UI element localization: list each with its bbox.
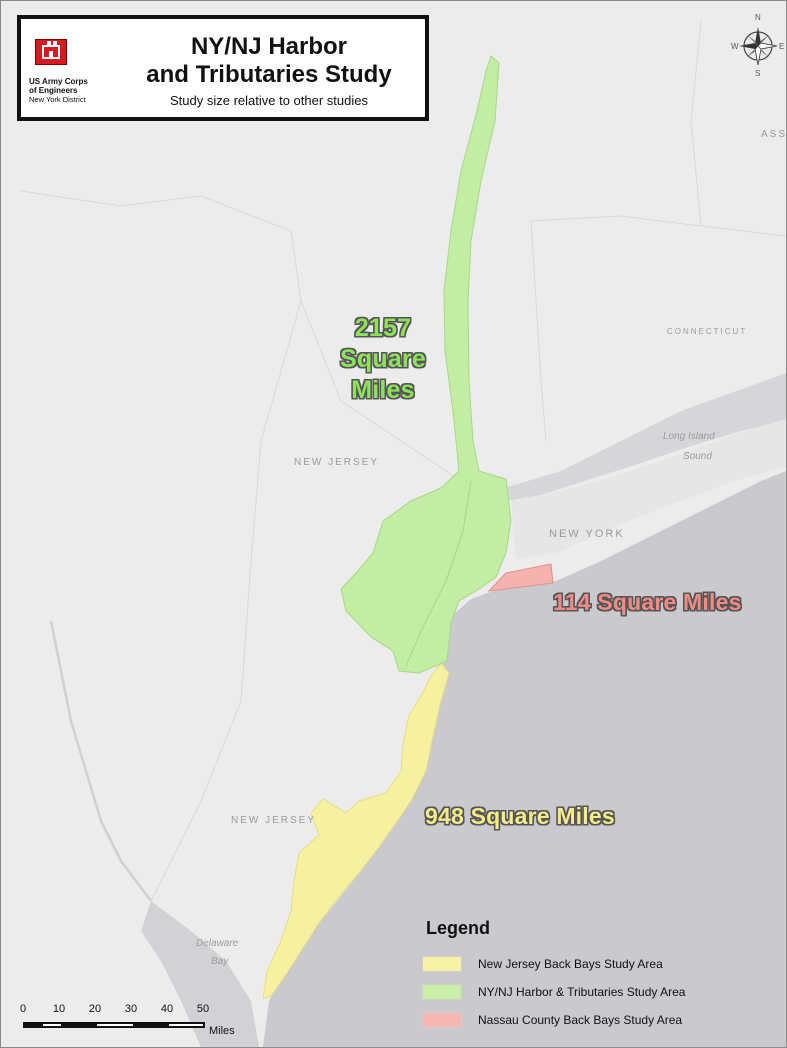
delaware-river — [49, 620, 152, 902]
state-boundary — [530, 215, 786, 237]
ny-nj-harbor-study-area — [340, 55, 512, 674]
compass-west-label: W — [731, 42, 739, 51]
legend-item-label: Nassau County Back Bays Study Area — [478, 1013, 683, 1027]
scale-tick-label: 40 — [160, 1003, 174, 1015]
organization-district: New York District — [29, 95, 86, 104]
compass-north-label: N — [755, 13, 761, 22]
legend-swatch — [422, 956, 462, 972]
scale-bar-graphic — [23, 1022, 205, 1028]
harbor-area-size-unit: Square — [340, 345, 426, 373]
scale-bar: 0 10 20 30 40 50 Miles — [19, 1003, 249, 1043]
nj-back-bays-area-size-label: 948 Square Miles — [425, 803, 615, 829]
water-label-long-island-sound: Long Island — [663, 431, 715, 442]
scale-bar-segment — [133, 1024, 169, 1026]
nassau-county-study-area — [487, 563, 554, 592]
state-boundary — [530, 220, 547, 442]
scale-bar-segment — [25, 1024, 43, 1026]
nj-back-bays-study-area — [262, 662, 450, 999]
state-label-new-york: NEW YORK — [549, 528, 625, 540]
map-title: and Tributaries Study — [146, 61, 392, 88]
harbor-area-size-number: 2157 — [354, 314, 412, 342]
legend-item-label: New Jersey Back Bays Study Area — [478, 957, 663, 971]
scale-unit-label: Miles — [209, 1025, 235, 1037]
water-label-long-island-sound: Sound — [683, 451, 712, 462]
compass-rose-icon: N S E W — [731, 13, 785, 79]
state-label-new-jersey: NEW JERSEY — [231, 815, 317, 826]
harbor-river-detail — [405, 480, 472, 667]
compass-rose-graphic — [739, 27, 778, 66]
state-label-new-jersey: NEW JERSEY — [294, 457, 380, 468]
scale-tick-label: 20 — [88, 1003, 102, 1015]
map-title: NY/NJ Harbor — [190, 33, 348, 60]
state-boundary — [150, 300, 302, 902]
delaware-bay — [141, 901, 259, 1047]
harbor-area-size-unit: Miles — [351, 376, 415, 404]
organization-name: US Army Corps — [29, 77, 88, 86]
compass-east-label: E — [779, 42, 785, 51]
usace-castle-logo-icon — [35, 39, 67, 65]
organization-name: of Engineers — [29, 86, 78, 95]
state-label-massachusetts: ASS — [761, 129, 787, 140]
map-subtitle: Study size relative to other studies — [170, 93, 368, 108]
legend-item-label: NY/NJ Harbor & Tributaries Study Area — [478, 985, 686, 999]
long-island-sound — [501, 373, 786, 501]
scale-tick-label: 0 — [19, 1003, 27, 1015]
legend: Legend New Jersey Back Bays Study Area N… — [406, 906, 781, 1044]
state-boundary — [20, 190, 462, 482]
compass-south-label: S — [755, 69, 761, 78]
harbor-area-size-label: 2157 Square Miles — [337, 313, 429, 406]
ocean — [263, 471, 786, 1047]
legend-title: Legend — [426, 918, 491, 938]
legend-swatch — [422, 984, 462, 1000]
water-label-delaware-bay: Bay — [211, 956, 229, 967]
state-label-connecticut: CONNECTICUT — [667, 327, 748, 336]
scale-bar-segment — [61, 1024, 97, 1026]
legend-swatch — [422, 1012, 462, 1028]
scale-tick-label: 50 — [196, 1003, 210, 1015]
long-island — [511, 419, 786, 559]
scale-tick-label: 10 — [52, 1003, 66, 1015]
state-boundary — [690, 20, 702, 227]
water-label-delaware-bay: Delaware — [196, 938, 239, 949]
scale-tick-label: 30 — [124, 1003, 138, 1015]
title-box: US Army Corps of Engineers New York Dist… — [17, 15, 429, 121]
nassau-area-size-label: 114 Square Miles — [553, 589, 742, 615]
